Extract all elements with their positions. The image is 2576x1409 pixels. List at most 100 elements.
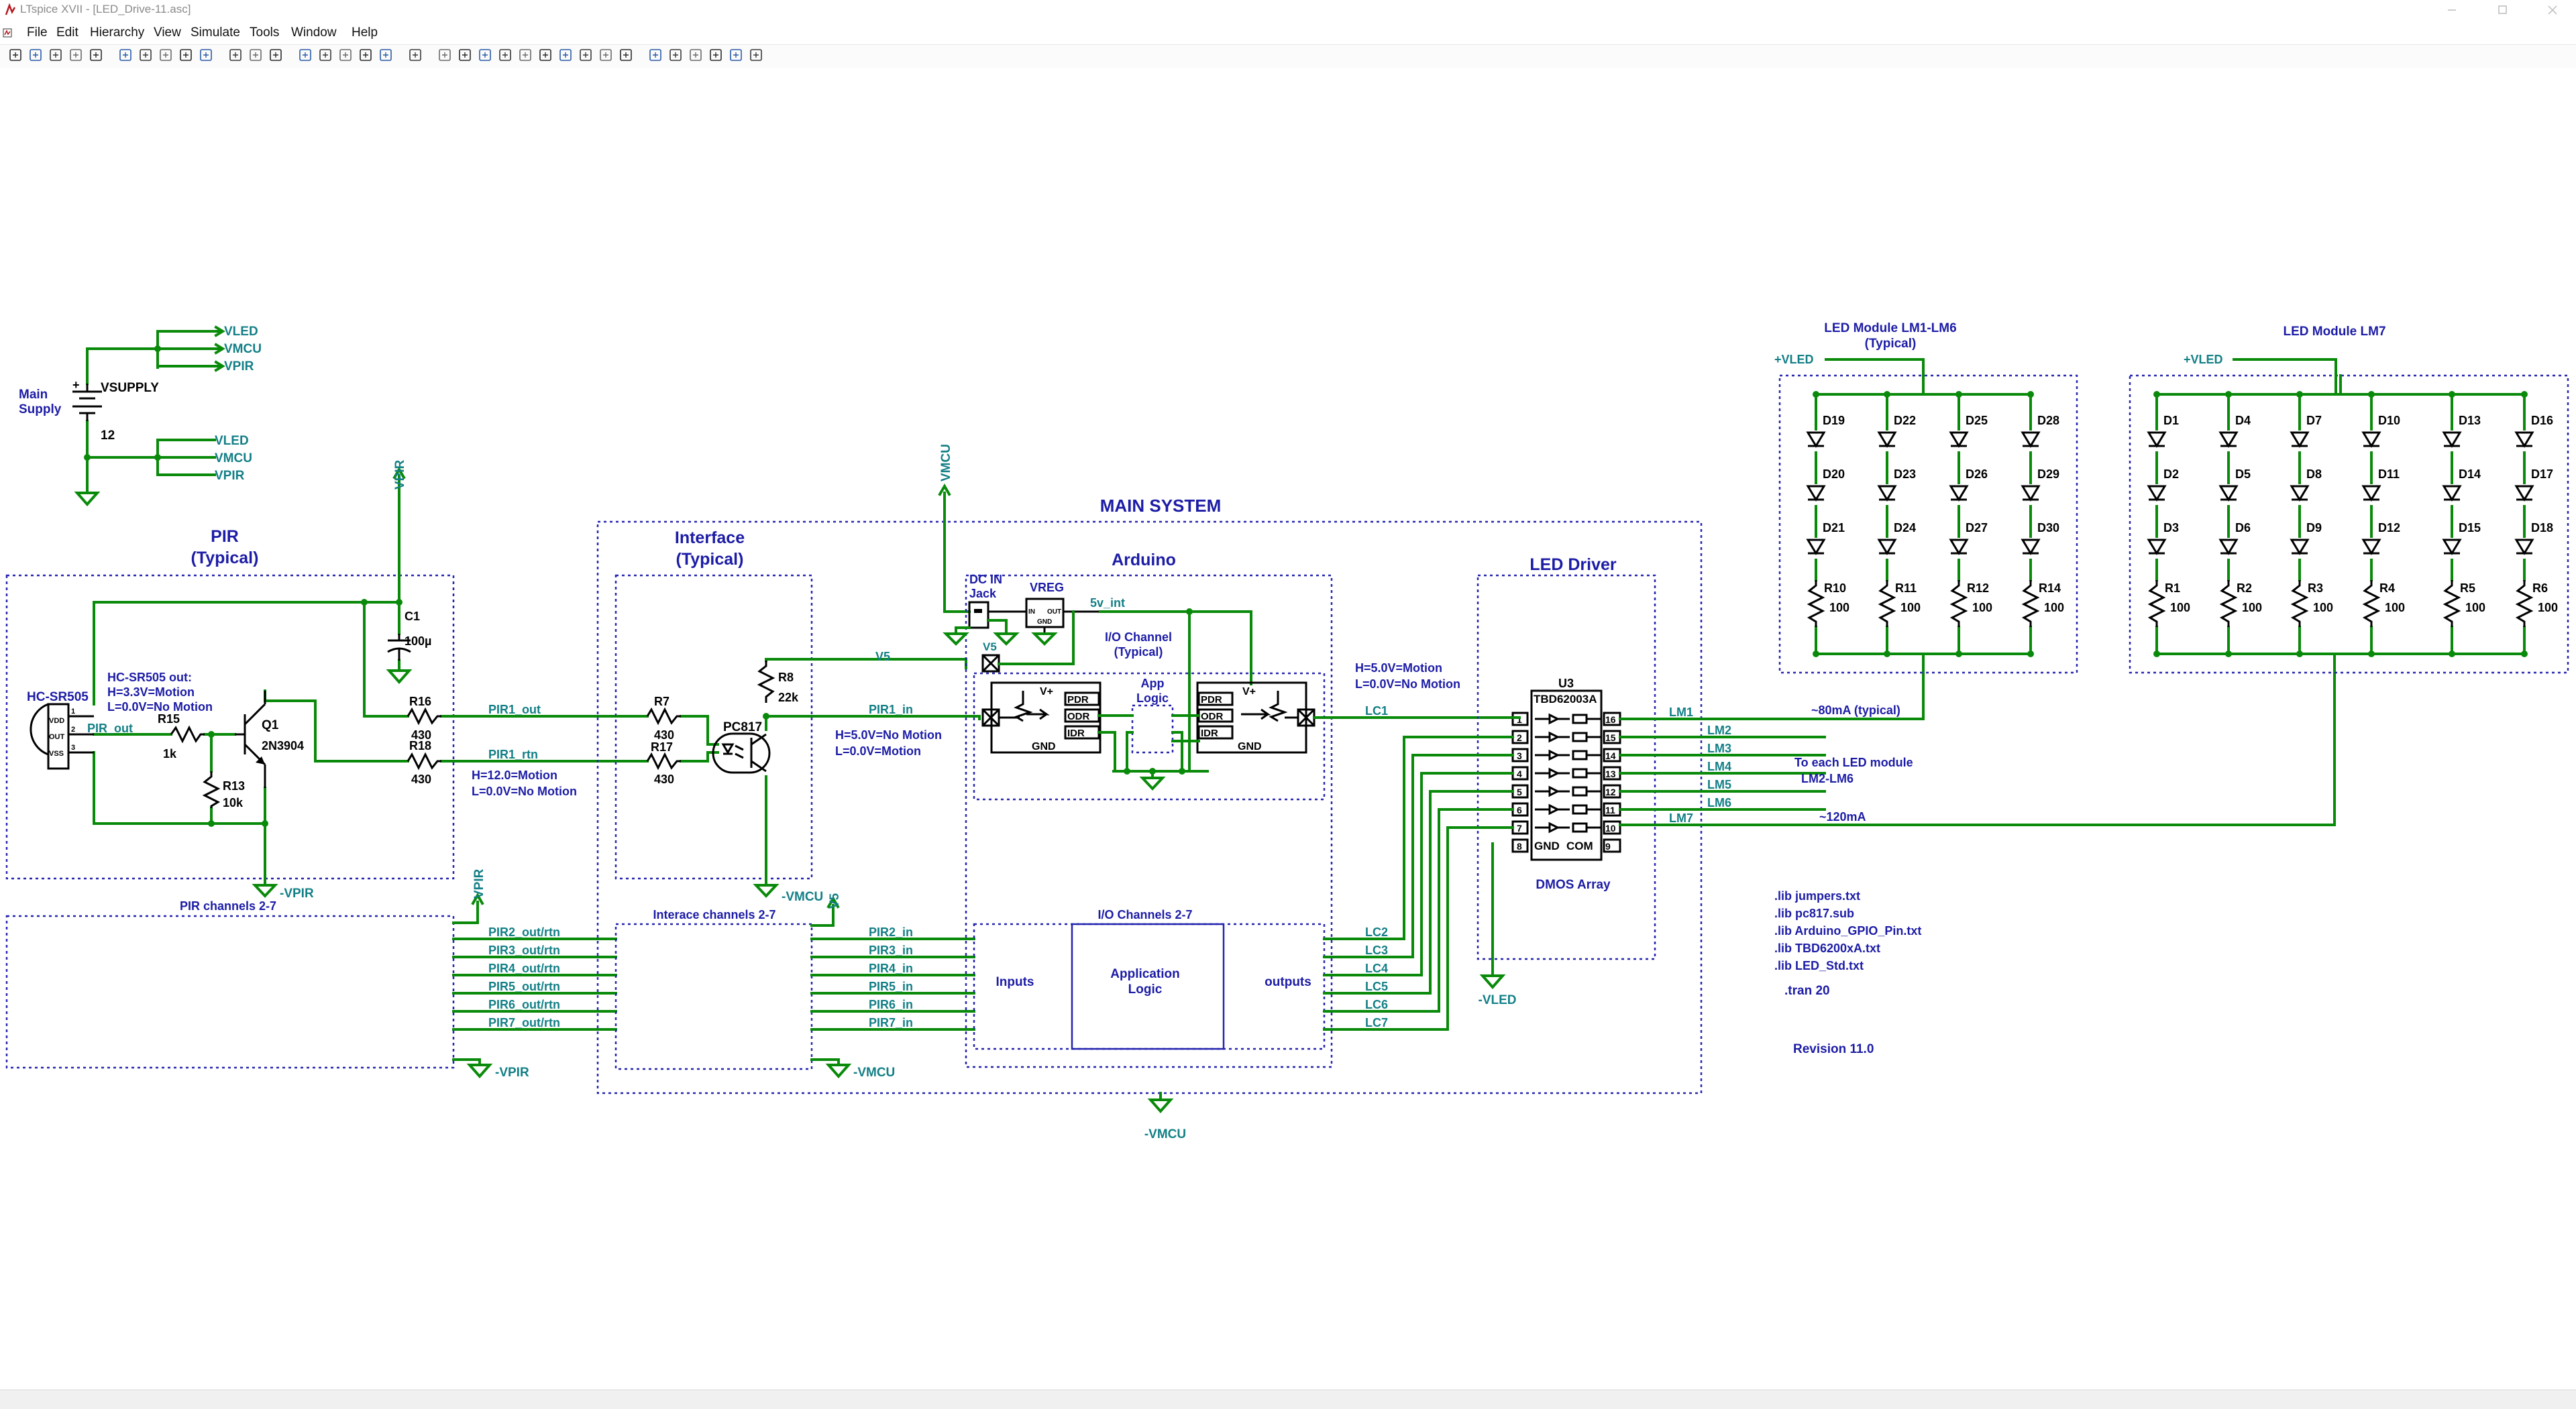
schematic-drawing[interactable]: Main Supply + VSUPPLY 12 VLEDVMCUVPIRVLE…	[0, 68, 2576, 1389]
led-diode[interactable]	[2361, 539, 2381, 555]
led-diode[interactable]	[2021, 431, 2041, 448]
tile-horizontal-icon[interactable]	[228, 48, 243, 62]
zoom-in-icon[interactable]	[118, 48, 133, 62]
led-resistor[interactable]	[2219, 580, 2238, 627]
run-icon[interactable]	[8, 48, 23, 62]
led-diode[interactable]	[2442, 539, 2462, 555]
menu-hierarchy[interactable]: Hierarchy	[90, 25, 145, 40]
led-resistor[interactable]	[1807, 580, 1825, 627]
menu-file[interactable]: File	[27, 25, 48, 40]
led-diode[interactable]	[2290, 431, 2310, 448]
menu-view[interactable]: View	[154, 25, 181, 40]
led-diode[interactable]	[2514, 431, 2534, 448]
u3-pin[interactable]	[1603, 838, 1621, 853]
resistor-icon[interactable]	[498, 48, 513, 62]
minimize-button[interactable]	[2428, 0, 2475, 20]
led-diode[interactable]	[2290, 539, 2310, 555]
resistor-r13[interactable]	[202, 771, 221, 808]
menu-tools[interactable]: Tools	[250, 25, 280, 40]
led-diode[interactable]	[2361, 431, 2381, 448]
component-icon[interactable]	[578, 48, 593, 62]
led-diode[interactable]	[2514, 485, 2534, 502]
spice-directive-icon[interactable]	[749, 48, 763, 62]
led-diode[interactable]	[1806, 485, 1826, 502]
u3-pin[interactable]	[1603, 820, 1621, 835]
led-diode[interactable]	[1877, 485, 1897, 502]
print-preview-icon[interactable]	[408, 48, 423, 62]
tile-vertical-icon[interactable]	[248, 48, 263, 62]
ground-icon[interactable]	[458, 48, 472, 62]
paste-icon[interactable]	[338, 48, 353, 62]
optocoupler-pc817[interactable]	[712, 732, 771, 774]
led-diode[interactable]	[1806, 431, 1826, 448]
control-panel-icon[interactable]	[89, 48, 103, 62]
led-diode[interactable]	[1877, 431, 1897, 448]
led-diode[interactable]	[2361, 485, 2381, 502]
find-icon[interactable]	[358, 48, 373, 62]
led-resistor[interactable]	[2443, 580, 2461, 627]
led-resistor[interactable]	[2147, 580, 2166, 627]
voltage-regulator[interactable]	[1025, 598, 1100, 634]
led-diode[interactable]	[2218, 431, 2239, 448]
redo-icon[interactable]	[668, 48, 683, 62]
led-diode[interactable]	[2218, 539, 2239, 555]
draw-wire-icon[interactable]	[437, 48, 452, 62]
led-diode[interactable]	[1877, 539, 1897, 555]
menu-simulate[interactable]: Simulate	[191, 25, 240, 40]
led-diode[interactable]	[2218, 485, 2239, 502]
ltspice-app-icon[interactable]	[4, 3, 17, 17]
led-diode[interactable]	[2021, 485, 2041, 502]
diode-icon[interactable]	[558, 48, 573, 62]
led-diode[interactable]	[2021, 539, 2041, 555]
cascade-icon[interactable]	[268, 48, 283, 62]
led-resistor[interactable]	[2515, 580, 2534, 627]
open-icon[interactable]	[48, 48, 63, 62]
save-icon[interactable]	[68, 48, 83, 62]
led-diode[interactable]	[2147, 431, 2167, 448]
v5-jumper[interactable]	[981, 654, 1000, 673]
cut-icon[interactable]	[298, 48, 313, 62]
led-diode[interactable]	[1949, 431, 1969, 448]
halt-icon[interactable]	[28, 48, 43, 62]
label-net-icon[interactable]	[478, 48, 492, 62]
led-resistor[interactable]	[1949, 580, 1968, 627]
dc-jack[interactable]	[968, 601, 1026, 629]
schematic-document-icon[interactable]	[3, 28, 12, 38]
led-resistor[interactable]	[1878, 580, 1896, 627]
u3-pin[interactable]	[1511, 838, 1529, 853]
print-icon[interactable]	[378, 48, 393, 62]
inductor-icon[interactable]	[538, 48, 553, 62]
led-diode[interactable]	[1806, 539, 1826, 555]
led-diode[interactable]	[2147, 539, 2167, 555]
mirror-icon[interactable]	[708, 48, 723, 62]
zoom-out-icon[interactable]	[158, 48, 173, 62]
resistor-r16[interactable]	[407, 707, 441, 726]
led-resistor[interactable]	[2021, 580, 2040, 627]
led-diode[interactable]	[2290, 485, 2310, 502]
resistor-r17[interactable]	[646, 752, 681, 771]
close-button[interactable]	[2529, 0, 2576, 20]
led-resistor[interactable]	[2290, 580, 2309, 627]
resistor-r8[interactable]	[757, 661, 775, 703]
resistor-r7[interactable]	[646, 707, 681, 726]
resistor-r18[interactable]	[407, 752, 441, 771]
copy-icon[interactable]	[318, 48, 333, 62]
capacitor-c1[interactable]	[387, 634, 411, 661]
led-diode[interactable]	[2147, 485, 2167, 502]
transistor-q1[interactable]	[235, 691, 266, 788]
rotate-icon[interactable]	[688, 48, 703, 62]
hc-sr505-sensor[interactable]	[30, 703, 94, 770]
zoom-fit-icon[interactable]	[178, 48, 193, 62]
menu-window[interactable]: Window	[291, 25, 337, 40]
zoom-pan-icon[interactable]	[138, 48, 153, 62]
led-diode[interactable]	[2514, 539, 2534, 555]
led-diode[interactable]	[2442, 485, 2462, 502]
autorange-icon[interactable]	[199, 48, 213, 62]
gpio-pin-output[interactable]	[1196, 681, 1316, 754]
battery-symbol[interactable]	[72, 384, 102, 421]
maximize-button[interactable]	[2479, 0, 2526, 20]
resistor-r15[interactable]	[170, 725, 205, 744]
led-diode[interactable]	[2442, 431, 2462, 448]
drag-icon[interactable]	[619, 48, 633, 62]
